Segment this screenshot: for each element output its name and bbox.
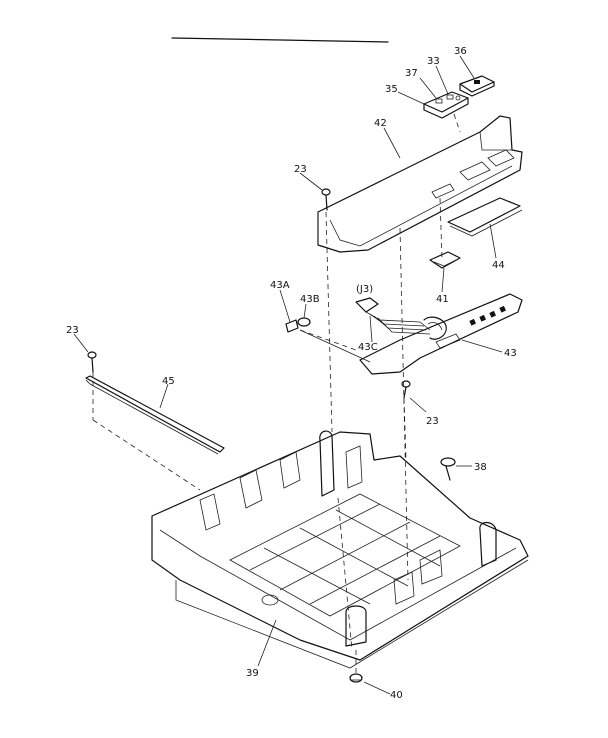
label-35: 35 <box>385 84 398 95</box>
part-45-bar <box>85 375 225 455</box>
assembly-lines <box>92 113 461 674</box>
part-43c-connector <box>355 297 447 340</box>
label-23-left: 23 <box>66 325 79 336</box>
label-44: 44 <box>492 260 505 271</box>
label-38: 38 <box>474 462 487 473</box>
part-38-screw <box>440 457 456 481</box>
screw-23-lower <box>401 380 411 399</box>
label-33: 33 <box>427 56 440 67</box>
part-43-pcb <box>299 293 523 375</box>
label-43a: 43A <box>270 280 290 291</box>
part-41-clip <box>429 251 461 269</box>
screw-23-top <box>321 188 331 211</box>
part-44-film <box>447 197 523 237</box>
label-23-lower: 23 <box>426 416 439 427</box>
label-43c: 43C <box>358 342 378 353</box>
label-23-top: 23 <box>294 164 307 175</box>
label-39: 39 <box>246 668 259 679</box>
part-40-foot <box>349 673 363 683</box>
screw-23-left <box>87 351 97 373</box>
label-40: 40 <box>390 690 403 701</box>
part-35-37-33-switch-plate <box>423 91 469 119</box>
label-36: 36 <box>454 46 467 57</box>
label-43b: 43B <box>300 294 320 305</box>
part-43a-screw <box>285 319 299 333</box>
header-rule <box>171 37 389 43</box>
part-36-switch-cap <box>459 75 495 97</box>
label-42: 42 <box>374 118 387 129</box>
leader-lines <box>73 55 503 695</box>
label-41: 41 <box>436 294 449 305</box>
label-43: 43 <box>504 348 517 359</box>
label-37: 37 <box>405 68 418 79</box>
part-39-base-frame <box>151 430 529 669</box>
label-j3: (J3) <box>356 284 373 295</box>
label-45: 45 <box>162 376 175 387</box>
part-43b-washer <box>297 317 311 327</box>
part-42-upper-cover <box>317 115 523 253</box>
